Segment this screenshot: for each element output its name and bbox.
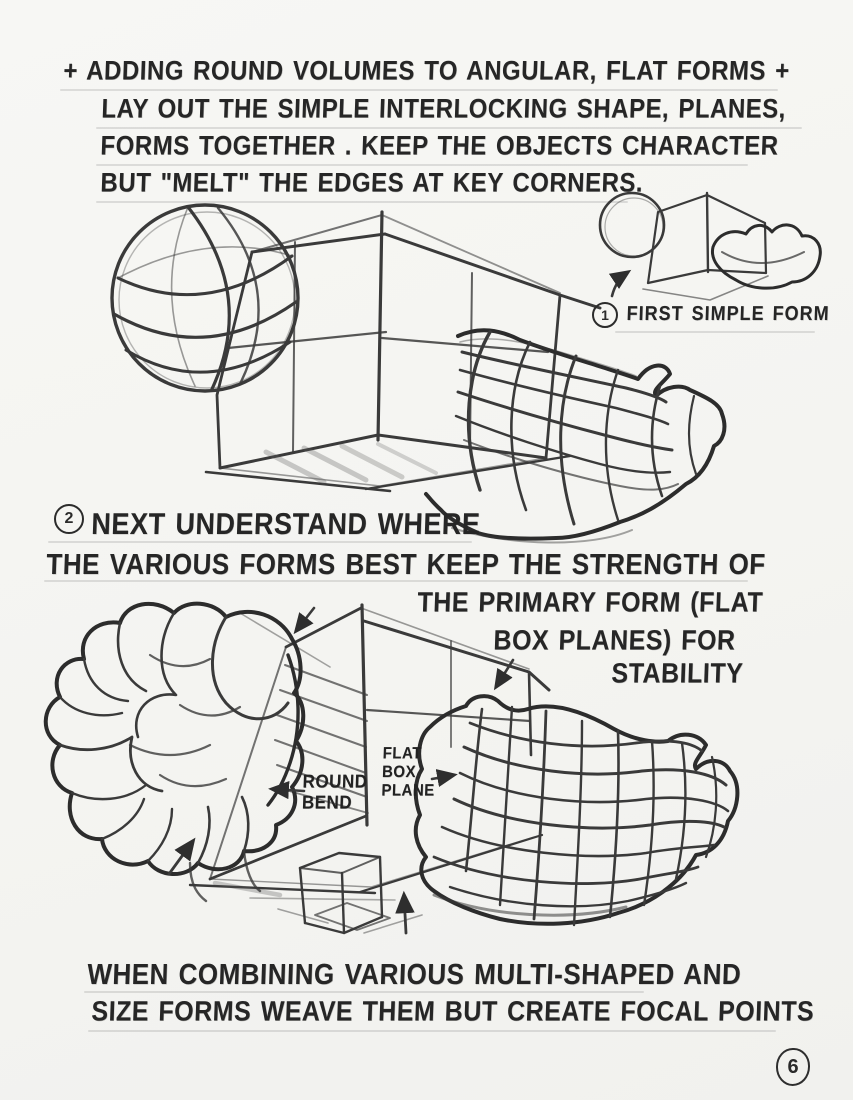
section2-line-1: NEXT UNDERSTAND WHERE (90, 507, 482, 541)
pencil-guide-line (60, 89, 778, 91)
pencil-guide-line (615, 331, 815, 333)
round-volume-right (424, 328, 727, 544)
section2-line-2: THE VARIOUS FORMS BEST KEEP THE STRENGTH… (45, 547, 767, 581)
pencil-guide-line (96, 127, 802, 129)
pencil-guide-line (44, 580, 748, 582)
round-volume-left (43, 601, 306, 903)
figure2-sketch (43, 601, 740, 935)
pencil-guide-line (88, 1030, 776, 1032)
arrow-icon (493, 658, 515, 691)
arrow-icon (268, 780, 306, 800)
arrow-icon (608, 269, 632, 298)
flat-box-plane-label: FLAT BOX PLANE (381, 744, 436, 801)
round-volume-right (413, 694, 740, 927)
header-line-1: + ADDING ROUND VOLUMES TO ANGULAR, FLAT … (62, 56, 791, 87)
arrow-icon (167, 837, 196, 876)
sphere-volume (110, 203, 300, 393)
footer-line-2: SIZE FORMS WEAVE THEM BUT CREATE FOCAL P… (90, 996, 815, 1028)
page-number-badge: 6 (776, 1048, 810, 1086)
round-bend-label: ROUND BEND (301, 771, 368, 813)
arrow-icon (395, 890, 415, 935)
inset-first-form-sketch (598, 191, 822, 301)
arrow-icon (293, 606, 316, 635)
pencil-guide-line (96, 164, 748, 166)
header-line-2: LAY OUT THE SIMPLE INTERLOCKING SHAPE, P… (100, 94, 787, 125)
footer-line-1: WHEN COMBINING VARIOUS MULTI-SHAPED AND (86, 957, 742, 991)
arrow-icon (430, 769, 458, 787)
header-line-3: FORMS TOGETHER . KEEP THE OBJECTS CHARAC… (99, 131, 780, 162)
small-box-drawing (277, 851, 423, 935)
pencil-guide-line (48, 541, 472, 543)
figure1-caption: FIRST SIMPLE FORM (626, 302, 830, 325)
pencil-guide-line (84, 991, 644, 993)
cube-drawing (204, 210, 602, 493)
step-1-badge: 1 (592, 302, 618, 328)
step-2-badge: 2 (54, 504, 84, 534)
figure1-sketch (110, 191, 822, 544)
cube-drawing (188, 603, 551, 901)
pencil-guide-line (96, 201, 628, 203)
